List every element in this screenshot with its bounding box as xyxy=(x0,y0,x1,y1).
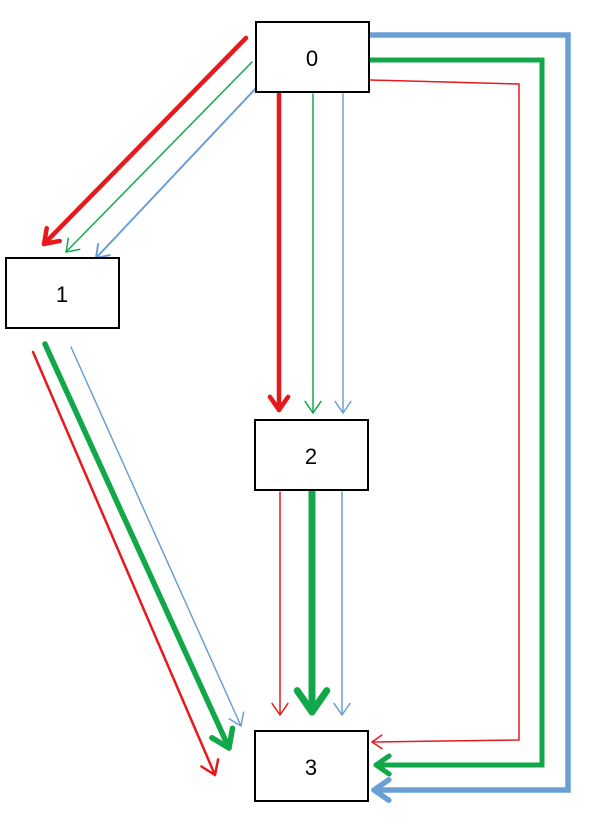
edge-0-to-3-red-line xyxy=(369,79,520,743)
node-3: 3 xyxy=(254,730,369,802)
edge-0-to-3-blue-line xyxy=(367,32,571,793)
edge-layer xyxy=(31,32,571,803)
edge-0-to-3-red-arrowhead xyxy=(371,734,383,750)
edge-1-to-3-red xyxy=(31,350,220,777)
edge-2-to-3-blue xyxy=(333,491,351,716)
node-0-label: 0 xyxy=(306,46,318,71)
node-1-label: 1 xyxy=(56,282,68,307)
node-0: 0 xyxy=(255,21,370,93)
edge-0-to-1-green xyxy=(65,61,253,253)
node-2: 2 xyxy=(254,419,369,491)
edge-2-to-3-red xyxy=(271,491,289,716)
node-3-box xyxy=(254,730,369,802)
edge-0-to-3-green xyxy=(367,57,545,777)
edge-1-to-3-green-line xyxy=(42,341,232,751)
edge-0-to-2-blue-arrowhead xyxy=(334,400,352,414)
edge-0-to-2-green xyxy=(304,93,322,414)
edge-0-to-3-blue-arrowhead xyxy=(371,777,392,803)
edge-0-to-3-blue xyxy=(367,32,571,803)
edge-2-to-3-green xyxy=(293,488,331,716)
edge-0-to-1-red xyxy=(41,35,249,247)
edge-1-to-3-red-arrowhead xyxy=(200,758,220,777)
edge-0-to-3-green-arrowhead xyxy=(373,753,392,777)
edge-2-to-3-red-arrowhead xyxy=(271,702,289,716)
edge-0-to-1-blue xyxy=(95,85,259,259)
edge-0-to-1-red-arrowhead xyxy=(41,225,62,247)
node-1-box xyxy=(5,257,120,329)
edge-1-to-3-blue xyxy=(70,346,245,727)
node-2-box xyxy=(254,419,369,491)
node-3-label: 3 xyxy=(305,755,317,780)
edge-2-to-3-green-arrowhead xyxy=(293,687,331,716)
edge-0-to-1-blue-line xyxy=(95,85,259,259)
edge-0-to-2-green-arrowhead xyxy=(304,400,322,414)
edge-1-to-3-blue-line xyxy=(70,346,242,727)
edge-1-to-3-green-arrowhead xyxy=(209,725,236,751)
edge-2-to-3-blue-arrowhead xyxy=(333,702,351,716)
edge-0-to-1-green-arrowhead xyxy=(65,237,81,253)
edge-1-to-3-red-line xyxy=(31,350,217,777)
edge-0-to-3-green-line xyxy=(367,57,545,768)
edge-0-to-2-red-arrowhead xyxy=(267,394,291,413)
edge-0-to-3-red xyxy=(369,79,520,750)
edge-1-to-3-blue-arrowhead xyxy=(228,711,245,727)
edge-0-to-2-red xyxy=(267,91,291,413)
node-1: 1 xyxy=(5,257,120,329)
node-0-box xyxy=(255,21,370,93)
edge-0-to-1-red-line xyxy=(41,35,249,247)
edge-0-to-2-blue xyxy=(334,93,352,414)
edge-0-to-1-green-line xyxy=(65,61,253,253)
edge-1-to-3-green xyxy=(42,341,236,751)
node-2-label: 2 xyxy=(305,444,317,469)
